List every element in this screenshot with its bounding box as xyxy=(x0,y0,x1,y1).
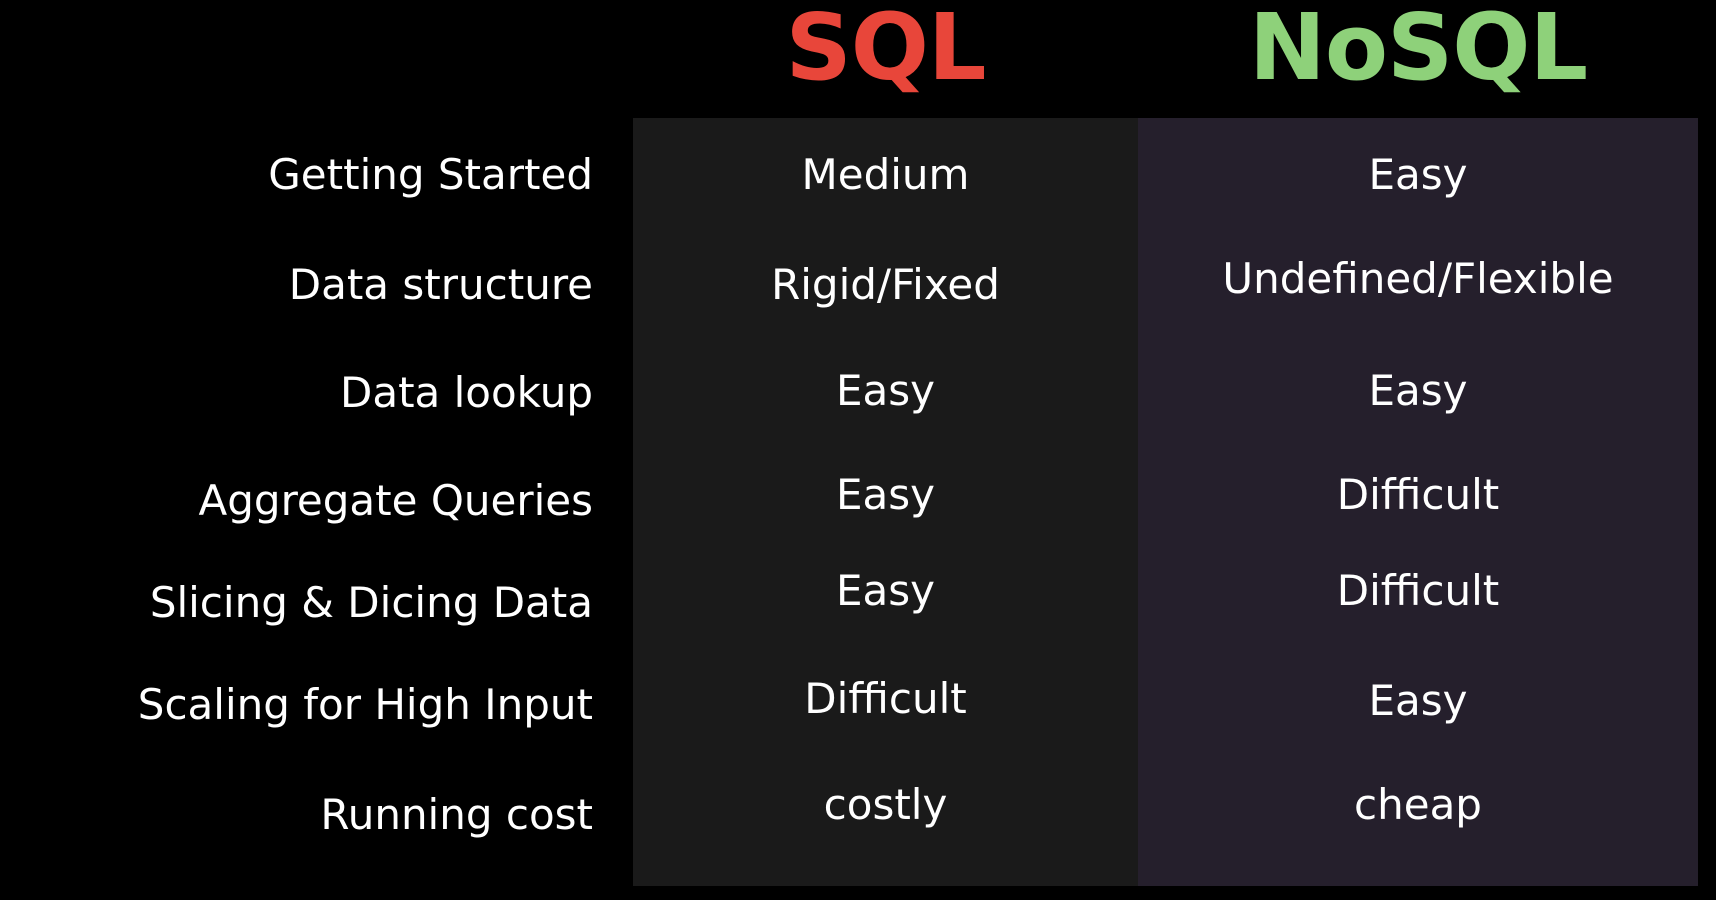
row-label-getting-started: Getting Started xyxy=(268,150,593,199)
nosql-value-aggregate-queries: Difficult xyxy=(1336,470,1500,519)
nosql-value-data-lookup: Easy xyxy=(1368,366,1468,415)
nosql-value-running-cost: cheap xyxy=(1354,780,1482,829)
row-label-scaling-high-input: Scaling for High Input xyxy=(137,680,593,729)
nosql-column-panel xyxy=(1138,118,1698,886)
sql-value-data-structure: Rigid/Fixed xyxy=(771,260,1000,309)
sql-value-aggregate-queries: Easy xyxy=(835,470,935,519)
nosql-header: NoSQL xyxy=(1248,0,1588,101)
sql-value-running-cost: costly xyxy=(823,780,948,829)
row-label-data-structure: Data structure xyxy=(288,260,593,309)
nosql-value-slicing-dicing: Difficult xyxy=(1336,566,1500,615)
nosql-value-scaling-high-input: Easy xyxy=(1368,676,1468,725)
sql-value-scaling-high-input: Difficult xyxy=(804,674,967,723)
sql-value-data-lookup: Easy xyxy=(835,366,935,415)
row-label-running-cost: Running cost xyxy=(320,790,593,839)
sql-value-slicing-dicing: Easy xyxy=(835,566,935,615)
row-label-aggregate-queries: Aggregate Queries xyxy=(198,476,593,525)
nosql-value-getting-started: Easy xyxy=(1368,150,1468,199)
nosql-value-data-structure: Undefined/Flexible xyxy=(1222,254,1614,303)
row-label-slicing-dicing: Slicing & Dicing Data xyxy=(149,578,593,627)
sql-value-getting-started: Medium xyxy=(801,150,970,199)
row-label-data-lookup: Data lookup xyxy=(339,368,593,417)
sql-column-panel xyxy=(633,118,1138,886)
sql-header: SQL xyxy=(785,0,986,101)
